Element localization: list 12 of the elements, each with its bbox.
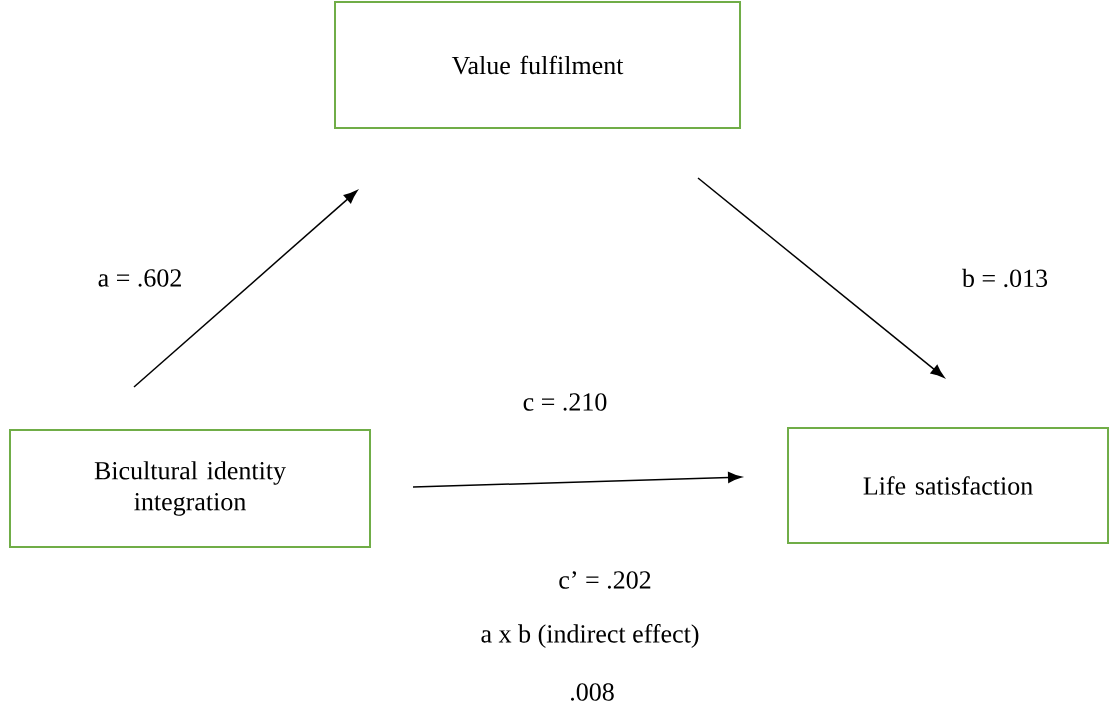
edge-label: a = .602	[98, 269, 181, 287]
note: a x b (indirect effect)	[481, 624, 699, 648]
edge-label: c = .210	[523, 393, 607, 411]
box: Bicultural identity integration	[9, 429, 371, 548]
edge-label: b = .013	[961, 268, 1048, 288]
arrow	[133, 190, 358, 388]
box: Life satisfaction	[787, 427, 1109, 544]
box: Value fulfilment	[334, 1, 741, 129]
arrow	[697, 177, 945, 378]
note: .008	[570, 683, 614, 701]
arrow	[412, 472, 742, 488]
note: c’ = .202	[559, 571, 651, 589]
